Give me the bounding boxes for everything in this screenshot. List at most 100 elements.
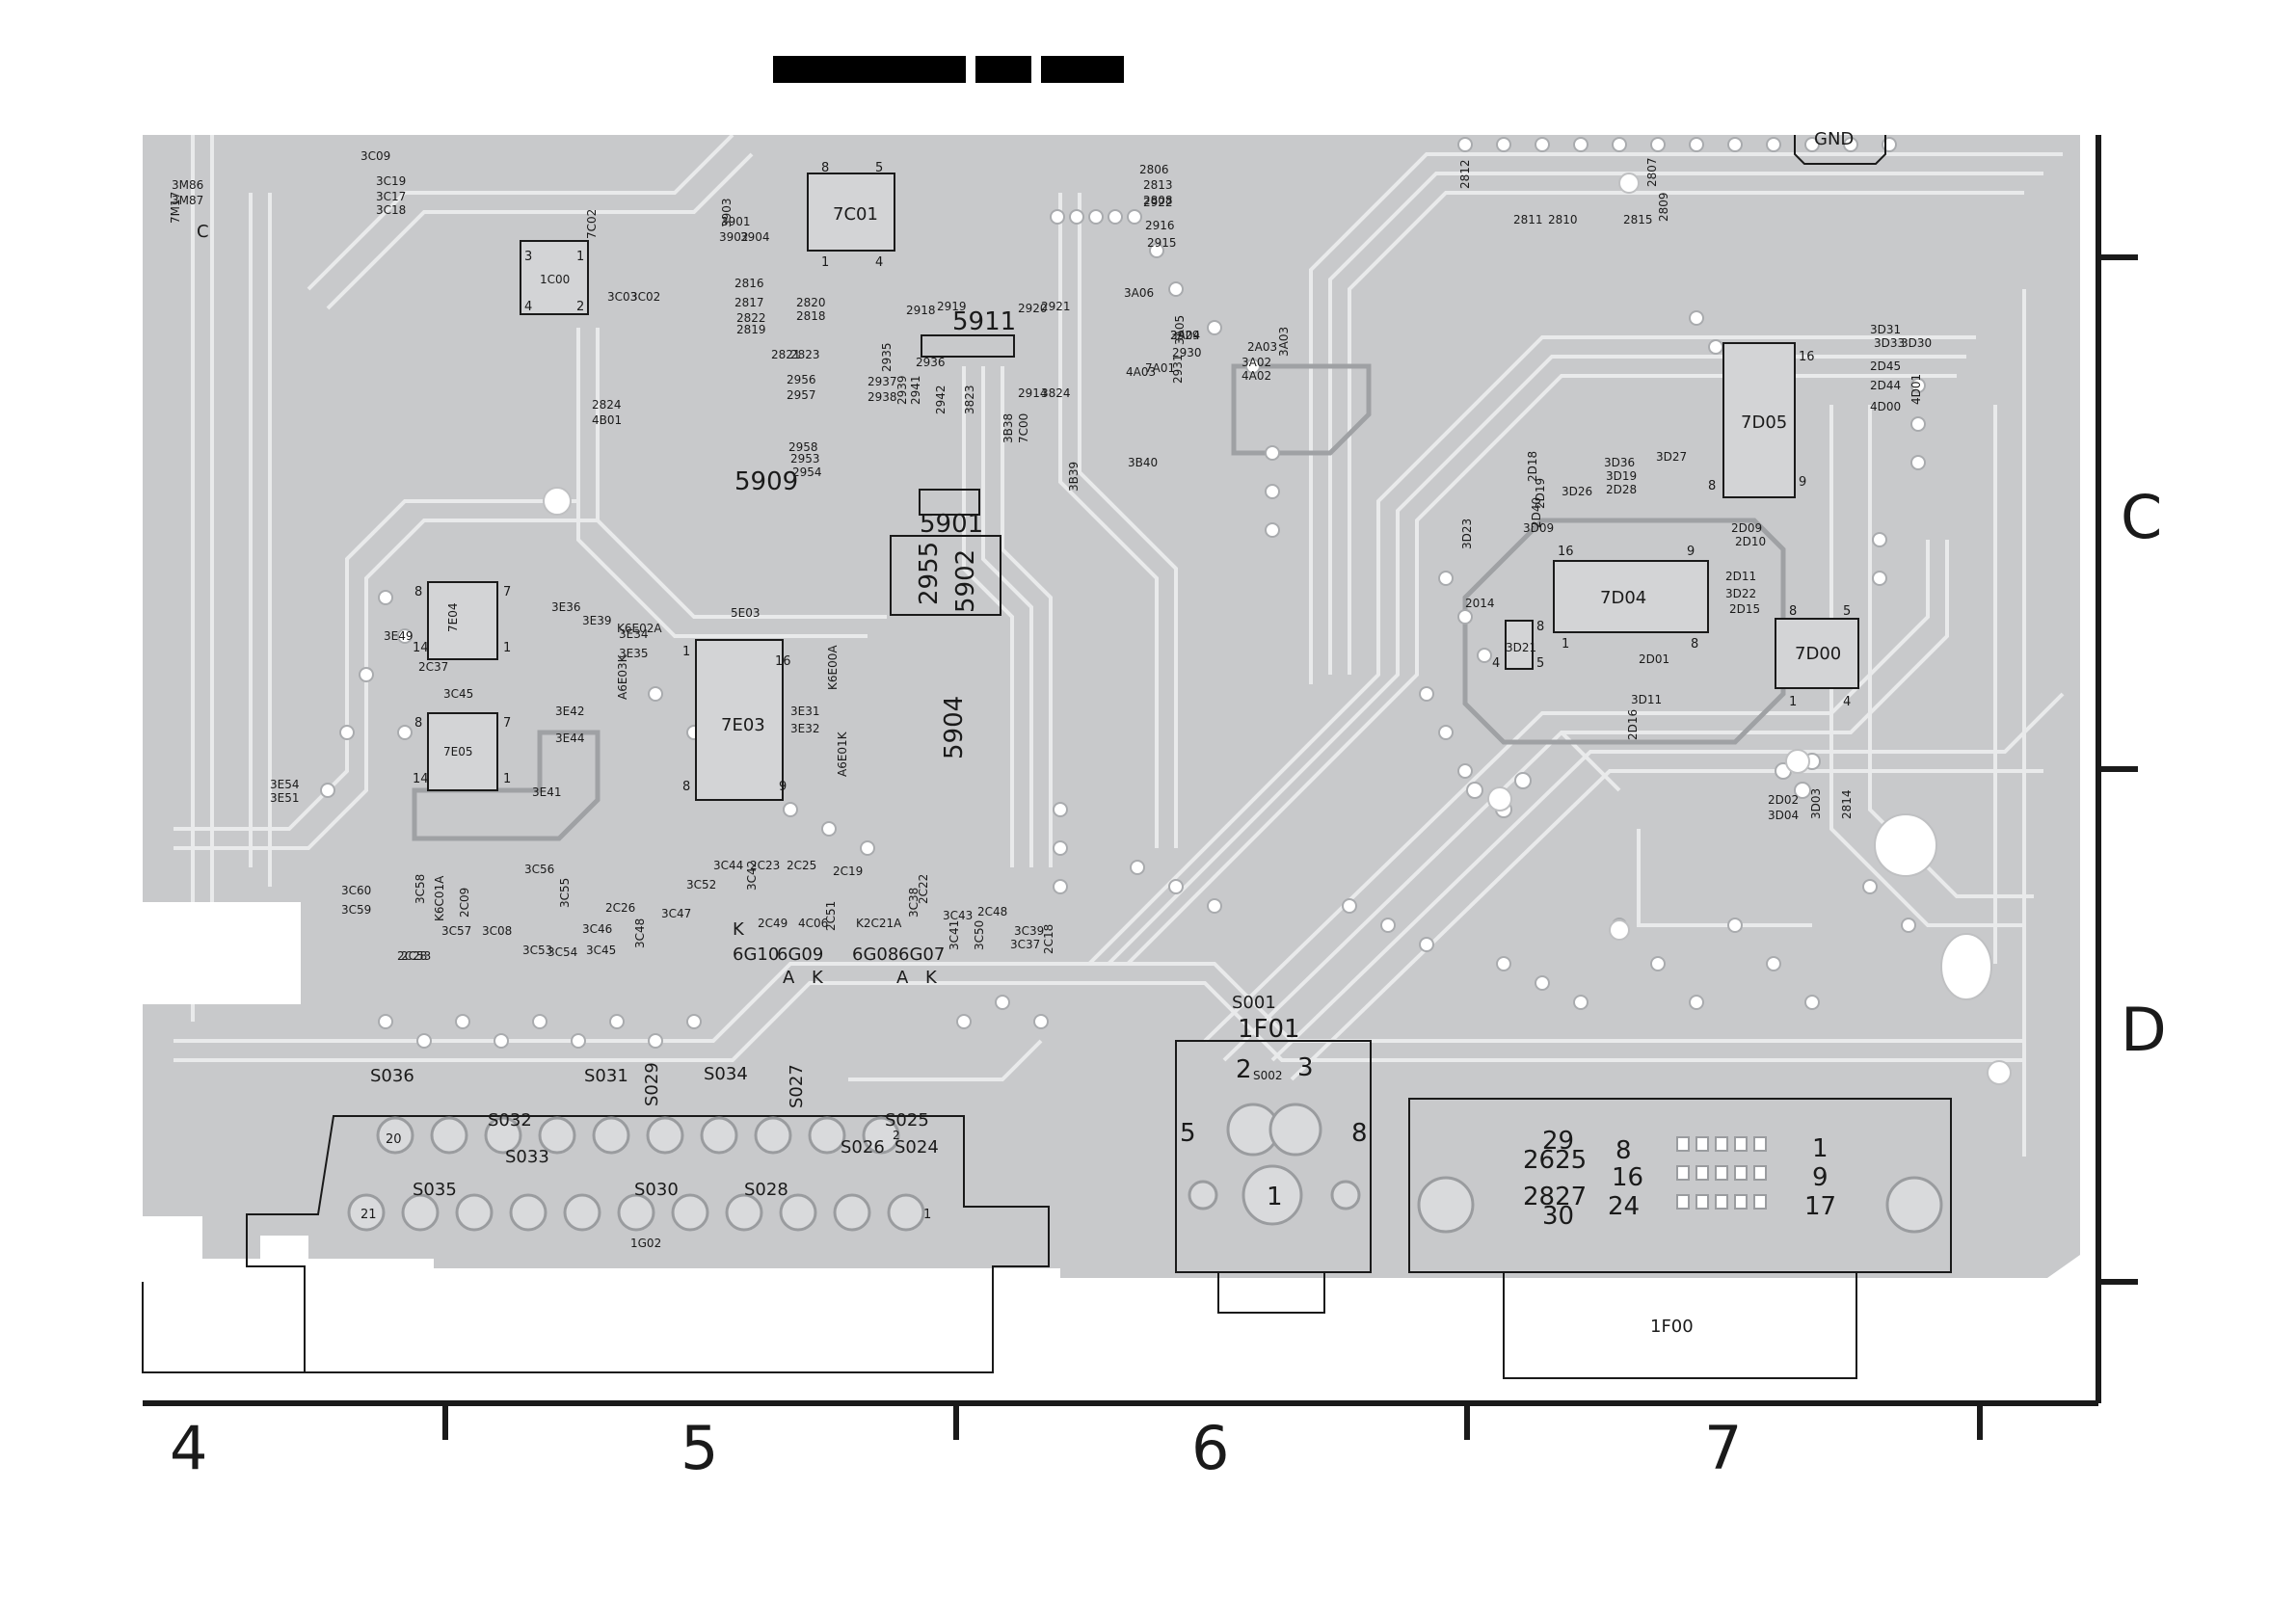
component-ref-3c57: 3C57 — [441, 924, 471, 938]
component-ref-3e39: 3E39 — [582, 614, 612, 627]
component-ref-2920: 2920 — [1018, 302, 1048, 315]
component-ref-2915: 2915 — [1147, 236, 1177, 250]
component-ref-2938: 2938 — [868, 390, 897, 404]
component-ref-2822: 2822 — [736, 311, 766, 325]
component-ref-2d18: 2D18 — [1526, 451, 1539, 482]
chip-3D21: 3D21 4 5 8 — [1492, 620, 1544, 671]
component-ref-2921: 2921 — [1041, 300, 1071, 313]
chip-ref: 7D04 — [1600, 588, 1646, 608]
chip-pin: 8 — [1536, 620, 1544, 634]
component-ref-2936: 2936 — [916, 356, 946, 369]
k-mark: K — [812, 968, 824, 988]
component-ref-3e51: 3E51 — [270, 791, 300, 805]
component-ref-3e34: 3E34 — [619, 627, 649, 641]
connector-1F01: S001 1F01 2 3 S002 5 8 1 — [1175, 993, 1372, 1314]
component-ref-2813: 2813 — [1143, 178, 1173, 192]
sig-S027: S027 — [787, 1064, 807, 1108]
title-redaction-bars — [773, 56, 1124, 83]
component-ref-3c60: 3C60 — [341, 884, 371, 897]
component-ref-2916: 2916 — [1145, 219, 1175, 232]
component-ref-2820: 2820 — [796, 296, 826, 309]
row-labels: C D — [2121, 482, 2167, 1065]
1F01-sub: S002 — [1253, 1069, 1283, 1082]
component-ref-3e36: 3E36 — [551, 600, 581, 614]
1F00-label: 1F00 — [1650, 1317, 1694, 1337]
component-ref-3d09: 3D09 — [1523, 521, 1554, 535]
chip-pin: 1 — [682, 645, 690, 659]
component-ref-k6e02a: K6E02A — [617, 622, 662, 635]
chip-pin: 7 — [503, 585, 511, 599]
component-ref-2d45: 2D45 — [1870, 359, 1901, 373]
component-ref-3c46: 3C46 — [582, 922, 612, 936]
component-ref-3d11: 3D11 — [1631, 693, 1662, 706]
component-ref-2814: 2814 — [1840, 789, 1854, 819]
component-ref-3b39: 3B39 — [1067, 462, 1081, 492]
column-label-6: 6 — [1191, 1413, 1229, 1483]
component-ref-3903: 3903 — [720, 198, 734, 227]
sig-S026: S026 — [841, 1137, 885, 1157]
component-ref-2809: 2809 — [1657, 192, 1670, 222]
chip-pin: 8 — [821, 161, 829, 175]
chip-pin: 8 — [414, 716, 422, 731]
column-label-4: 4 — [170, 1413, 207, 1483]
sig-S036: S036 — [370, 1066, 414, 1086]
component-ref-2957: 2957 — [787, 388, 816, 402]
component-ref-3a03: 3A03 — [1277, 327, 1291, 357]
component-ref-3824: 3824 — [1041, 386, 1071, 400]
component-ref-2815: 2815 — [1623, 213, 1653, 226]
1F00-pin-24: 24 — [1608, 1192, 1640, 1221]
component-ref-5e03: 5E03 — [731, 606, 761, 620]
1G02-label: 1G02 — [630, 1237, 661, 1250]
component-ref-2929: 2929 — [1170, 329, 1200, 342]
component-ref-3c02: 3C02 — [630, 290, 660, 304]
chip-pin: 5 — [1843, 604, 1851, 619]
1G02-pin-21: 21 — [360, 1208, 377, 1222]
chip-7E03: 7E03 8 9 16 1 — [682, 639, 791, 801]
chip-ref: 7D05 — [1741, 412, 1787, 433]
chip-pin: 4 — [1492, 656, 1500, 671]
component-ref-3902: 3902 — [719, 230, 749, 244]
component-ref-2914: 2914 — [1018, 386, 1048, 400]
chip-pin: 5 — [1536, 656, 1544, 671]
1F00-pin-1: 1 — [1812, 1134, 1829, 1163]
component-ref-4a02: 4A02 — [1241, 369, 1271, 383]
1F01-pin-3: 3 — [1297, 1053, 1314, 1082]
component-ref-k6e00a: K6E00A — [826, 645, 840, 690]
chip-pin: 1 — [821, 255, 829, 270]
chip-ref: 3D21 — [1506, 641, 1536, 654]
component-ref-2014: 2014 — [1465, 597, 1495, 610]
k-mark: K — [925, 968, 938, 988]
component-ref-2c19: 2C19 — [833, 865, 863, 878]
component-ref-a6e01k: A6E01K — [836, 731, 849, 777]
component-ref-3c08: 3C08 — [482, 924, 512, 938]
component-ref-3e42: 3E42 — [555, 705, 585, 718]
component-ref-2958: 2958 — [788, 440, 818, 454]
component-ref-3c43: 3C43 — [943, 909, 973, 922]
component-ref-3d36: 3D36 — [1604, 456, 1635, 469]
k-mark: K — [733, 919, 745, 940]
ref-5902: 5902 — [951, 549, 980, 613]
component-ref-3c58: 3C58 — [414, 874, 427, 904]
component-ref-4c06: 4C06 — [798, 917, 828, 930]
1F00-pin-29: 29 — [1542, 1127, 1574, 1156]
component-ref-2c23: 2C23 — [750, 859, 780, 872]
ref-6G08: 6G08 — [852, 945, 898, 965]
component-ref-3c41: 3C41 — [948, 920, 961, 950]
component-ref-3m86: 3M86 — [172, 178, 203, 192]
chip-pin: 7 — [503, 716, 511, 731]
component-ref-2937: 2937 — [868, 375, 897, 388]
1F01-pin-5: 5 — [1180, 1119, 1196, 1148]
component-ref-k6c01a: K6C01A — [433, 875, 446, 921]
chip-pin: 4 — [1843, 695, 1851, 709]
sig-S025: S025 — [885, 1110, 929, 1131]
component-ref-3d31: 3D31 — [1870, 323, 1901, 336]
row-label-C: C — [2121, 482, 2162, 552]
c-mark: C — [197, 222, 209, 242]
component-ref-3a02: 3A02 — [1241, 356, 1271, 369]
chip-pin: 4 — [524, 300, 532, 314]
sig-S033: S033 — [505, 1147, 549, 1167]
sig-S034: S034 — [704, 1064, 748, 1084]
component-ref-2c53: 2C53 — [401, 949, 431, 963]
chip-7D05: 7D05 16 8 9 — [1708, 342, 1815, 498]
